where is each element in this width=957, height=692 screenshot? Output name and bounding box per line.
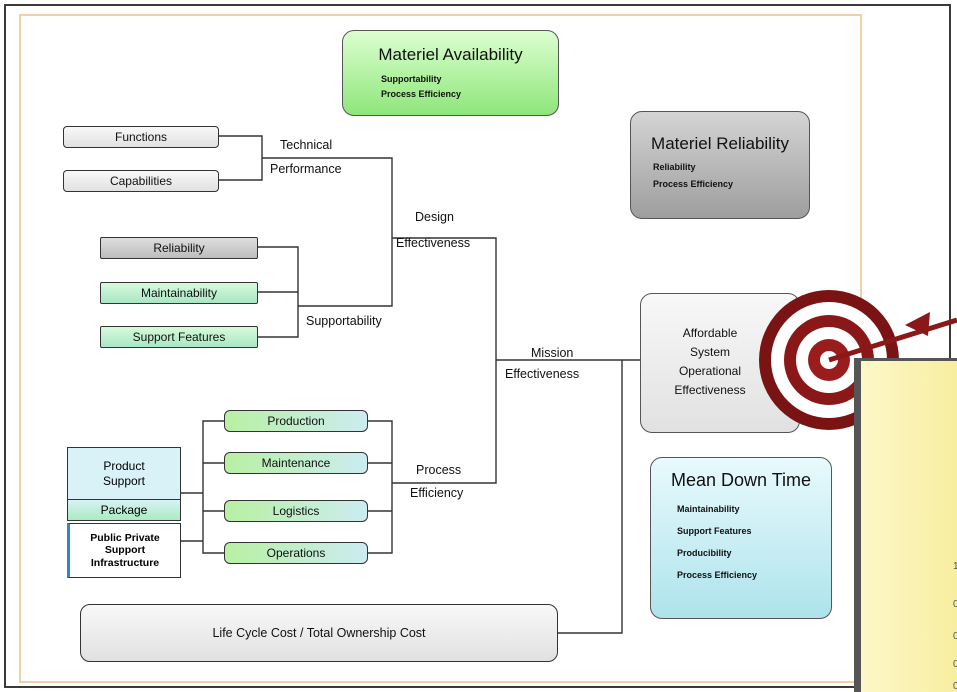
maintenance-box: Maintenance [224,452,368,474]
supportability-label: Supportability [306,314,382,328]
mdt-item-4: Process Efficiency [677,570,758,580]
production-box: Production [224,410,368,432]
operations-box: Operations [224,542,368,564]
mission-label: Mission [531,346,574,360]
popup-tick-2: 0 [953,599,957,610]
public-private-line3: Infrastructure [90,556,160,569]
materiel-reliability-sub1: Reliability [653,162,696,172]
reliability-box: Reliability [100,237,258,259]
popup-tick-4: 0 [953,659,957,670]
product-support-line2: Support [102,473,146,488]
logistics-box: Logistics [224,500,368,522]
performance-label: Performance [270,162,342,176]
public-private-box: Public Private Support Infrastructure [67,523,181,578]
product-support-line1: Product [103,459,145,474]
affordable-line3: Operational [678,364,742,378]
product-support-box: Product Support [67,447,181,499]
efficiency-label: Efficiency [410,486,464,500]
design-label: Design [415,210,454,224]
mean-down-time-box: Mean Down Time Maintainability Support F… [650,457,832,619]
popup-tick-3: 0 [953,631,957,642]
public-private-line2: Support [104,544,146,557]
capabilities-box: Capabilities [63,170,219,192]
affordable-effectiveness-box: Affordable System Operational Effectiven… [640,293,800,433]
life-cycle-cost-box: Life Cycle Cost / Total Ownership Cost [80,604,558,662]
materiel-reliability-title: Materiel Reliability [651,134,789,153]
mdt-item-3: Producibility [677,548,732,558]
affordable-line2: System [689,345,730,359]
overlay-panel: 1 0 0 0 0 [854,358,957,692]
affordable-line1: Affordable [682,326,738,340]
package-box: Package [67,499,181,521]
popup-tick-5: 0 [953,681,957,692]
materiel-availability-sub2: Process Efficiency [381,89,462,99]
outer-frame [4,4,951,688]
support-features-box: Support Features [100,326,258,348]
design-effectiveness-label: Effectiveness [396,236,471,250]
process-label: Process [416,463,462,477]
technical-label: Technical [280,138,333,152]
materiel-availability-sub1: Supportability [381,74,442,84]
affordable-line4: Effectiveness [674,383,746,397]
functions-box: Functions [63,126,219,148]
materiel-reliability-sub2: Process Efficiency [653,179,734,189]
popup-tick-1: 1 [953,561,957,572]
public-private-line1: Public Private [90,531,160,544]
materiel-availability-title: Materiel Availability [378,45,523,64]
mdt-item-2: Support Features [677,526,752,536]
materiel-reliability-box: Materiel Reliability Reliability Process… [630,111,810,219]
materiel-availability-box: Materiel Availability Supportability Pro… [342,30,559,116]
maintainability-box: Maintainability [100,282,258,304]
mean-down-time-title: Mean Down Time [670,470,812,490]
mission-effectiveness-label: Effectiveness [505,367,580,381]
mdt-item-1: Maintainability [677,504,740,514]
